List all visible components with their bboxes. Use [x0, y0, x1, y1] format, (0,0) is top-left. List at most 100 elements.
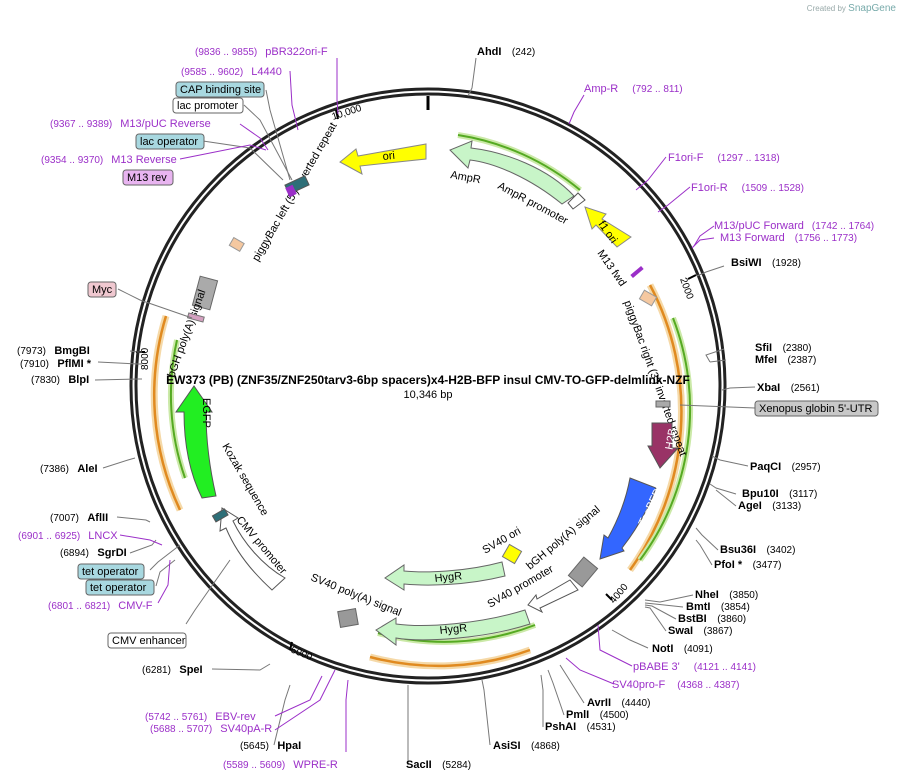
lac-promoter-label: lac promoter: [177, 100, 238, 112]
orf-arcs: [150, 132, 694, 670]
tick-2000: 2000: [677, 276, 695, 301]
site-mfei: MfeI (2387): [755, 350, 816, 367]
snapgene-logo: SnapGene: [848, 3, 896, 14]
ampr-label: AmpR: [449, 169, 481, 186]
sv40-polya-box: [337, 607, 359, 629]
primer-lncx: (6901 .. 6925)LNCX: [18, 530, 118, 542]
cap-binding-site-label: CAP binding site: [180, 84, 261, 96]
h2b-label: H2B: [663, 428, 679, 451]
site-pshai: PshAI (4531): [545, 717, 616, 734]
site-bsu36i: Bsu36I (3402): [720, 540, 795, 557]
primer-m13-puc-forward: M13/pUC Forward(1742 .. 1764): [714, 220, 874, 232]
primer-cmv-f: (6801 .. 6821)CMV-F: [48, 600, 153, 612]
site-bstbi: BstBI (3860): [678, 609, 746, 626]
primer-pbr322ori-f: (9836 .. 9855)pBR322ori-F: [195, 46, 328, 58]
primer-wpre-r: (5589 .. 5609)WPRE-R: [223, 759, 338, 771]
site-noti: NotI (4091): [652, 639, 713, 656]
myc-box: [87, 281, 117, 298]
tet-operator-mark: [211, 508, 229, 523]
created-by-text: Created by: [806, 4, 846, 13]
site-alei: (7386) AleI: [40, 459, 98, 476]
sv40-ori-box: [501, 543, 523, 565]
hygr-1-label: HygR: [434, 570, 463, 585]
site-hpai: (5645) HpaI: [240, 736, 301, 753]
site-bsiwi: BsiWI (1928): [731, 253, 801, 270]
site-pmli: PmlI (4500): [566, 705, 629, 722]
cap-binding-site-box: [175, 81, 265, 98]
m13-rev-box: [122, 169, 174, 186]
lac-operator-label: lac operator: [140, 136, 198, 148]
myc-label: Myc: [92, 284, 113, 296]
egfp-label: EGFP: [200, 398, 212, 428]
map-length: 10,346 bp: [404, 389, 453, 401]
primer-sv40pro-f: SV40pro-F(4368 .. 4387): [612, 679, 739, 691]
site-bpu10i: Bpu10I (3117): [742, 484, 817, 501]
ori-arrow: [339, 143, 427, 175]
backbone-inner: [134, 92, 722, 680]
xenopus-utr-label: Xenopus globin 5'-UTR: [759, 403, 872, 415]
boxed-labels: CAP binding site lac promoter lac operat…: [77, 81, 879, 649]
f1ori-arrow: [584, 206, 632, 248]
connectors: [94, 57, 756, 765]
ampr-arrow: [449, 140, 575, 205]
site-aflii: (7007) AflII: [50, 508, 108, 525]
h2b-arrow: [647, 422, 680, 469]
ampr-promoter-arrow: [567, 192, 586, 210]
bgh-2-label: bGH poly(A) signal: [166, 288, 209, 379]
map-title: EW373 (PB) (ZNF35/ZNF250tarv3-6bp spacer…: [166, 373, 690, 387]
site-asisi: AsiSI (4868): [493, 736, 560, 753]
primer-m13-reverse: (9354 .. 9370)M13 Reverse: [41, 154, 177, 166]
site-xbai: XbaI (2561): [757, 378, 820, 395]
site-nhei: NheI (3850): [695, 585, 758, 602]
tick-8000: 8000: [140, 347, 151, 370]
m13-rev-label: M13 rev: [127, 172, 167, 184]
hygr-1-arrow: [384, 561, 506, 591]
tet-operator-2-box: [85, 579, 155, 596]
site-spei: (6281) SpeI: [142, 660, 203, 677]
backbone-outer: [129, 87, 727, 685]
xenopus-utr-box: [754, 400, 879, 417]
myc-mark: [186, 312, 205, 323]
mtagbfp2-arrow: [599, 477, 657, 560]
site-blpi: (7830) BlpI: [31, 370, 89, 387]
hygr-2-arrow: [375, 609, 531, 646]
site-ahdi: AhdI (242): [477, 42, 535, 59]
primer-ebv-rev: (5742 .. 5761)EBV-rev: [145, 711, 256, 723]
tick-4000: 4000: [608, 581, 631, 605]
primer-lines: [119, 58, 715, 752]
site-avrii: AvrII (4440): [587, 693, 650, 710]
site-sfii: SfiI (2380): [755, 338, 811, 355]
bgh-1-label: bGH poly(A) signal: [524, 504, 602, 573]
primer-l4440: (9585 .. 9602)L4440: [181, 66, 282, 78]
bgh-1-box: [567, 556, 599, 588]
snapgene-brand: Created by SnapGene: [807, 3, 896, 14]
lac-promoter-box: [172, 97, 244, 114]
site-swai: SwaI (3867): [668, 621, 732, 638]
cmv-enhancer-label: CMV enhancer: [112, 635, 186, 647]
lac-operator-box: [135, 133, 205, 150]
xenopus-utr-mark: [655, 400, 671, 408]
cmv-promoter-arrow: [219, 507, 286, 591]
primer-amp-r: Amp-R(792 .. 811): [584, 83, 683, 95]
hygr-2-label: HygR: [439, 622, 468, 637]
primer-f1ori-r: F1ori-R(1509 .. 1528): [691, 182, 804, 194]
restriction-sites: AhdI (242) BsiWI (1928) SfiI (2380) MfeI…: [17, 42, 821, 772]
kozak-label: Kozak sequence: [219, 442, 270, 518]
primer-sv40pa-r: (5688 .. 5707)SV40pA-R: [150, 723, 272, 735]
primer-f1ori-f: F1ori-F(1297 .. 1318): [668, 152, 780, 164]
egfp-arrow: [175, 385, 217, 499]
primer-m13-puc-reverse: (9367 .. 9389)M13/pUC Reverse: [50, 118, 211, 130]
m13rev-mark: [285, 184, 297, 198]
m13fwd-mark: [630, 265, 644, 279]
site-sgrdi: (6894) SgrDI: [60, 543, 127, 560]
tet-operator-1-box: [77, 563, 145, 580]
site-bmgbi: (7973) BmgBI: [17, 341, 90, 358]
pb-right-box: [638, 289, 658, 307]
ori-label: ori: [382, 150, 395, 163]
sv40-promoter-arrow: [527, 579, 579, 614]
site-sacii: SacII (5284): [406, 755, 471, 772]
tet-operator-2-label: tet operator: [90, 582, 147, 594]
cmv-enhancer-box: [107, 632, 187, 649]
bgh-2-box: [191, 275, 219, 311]
tet-operator-1-label: tet operator: [82, 566, 139, 578]
